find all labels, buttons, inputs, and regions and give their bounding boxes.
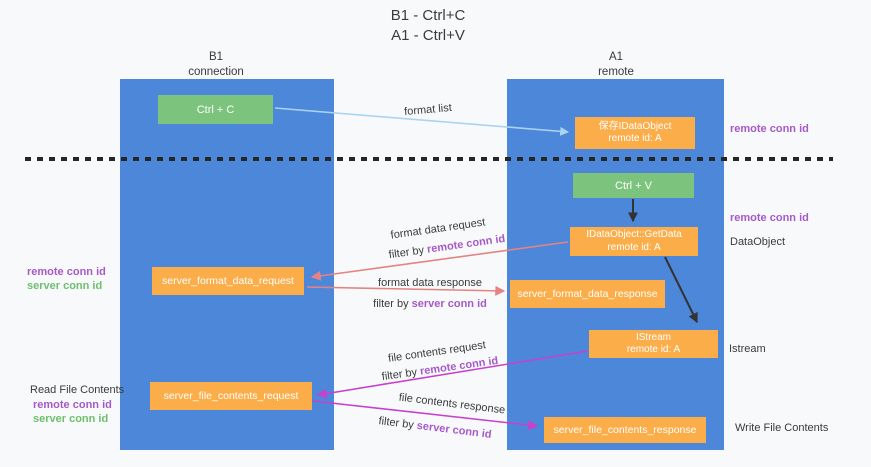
filter-key-remote-conn-id: remote conn id bbox=[426, 232, 506, 256]
file-contents-response-filter: filter by server conn id bbox=[378, 415, 492, 441]
ctrl-c-label: Ctrl + C bbox=[196, 103, 235, 116]
left-column-name: B1 bbox=[208, 51, 224, 63]
save-dataobject-line1: 保存IDataObject bbox=[598, 120, 672, 132]
right-column-role: remote bbox=[598, 65, 634, 78]
save-dataobject-line2: remote id: A bbox=[608, 133, 662, 144]
node-server-file-contents-request: server_file_contents_request bbox=[150, 382, 312, 410]
node-ctrl-v: Ctrl + V bbox=[573, 173, 694, 198]
node-idataobject-getdata: IDataObject::GetData remote id: A bbox=[570, 227, 698, 256]
filter-key-server-conn-id: server conn id bbox=[416, 419, 493, 441]
node-server-file-contents-response: server_file_contents_response bbox=[544, 417, 706, 443]
istream-line1: IStream bbox=[635, 331, 671, 343]
node-server-format-data-request: server_format_data_request bbox=[152, 267, 304, 295]
filter-by-text: filter by bbox=[381, 366, 418, 384]
format-data-response-label: format data response bbox=[378, 277, 482, 289]
server-conn-id-annotation-left-bottom: server conn id bbox=[33, 413, 109, 425]
server-format-data-request-label: server_format_data_request bbox=[162, 275, 294, 287]
remote-conn-id-annotation-top-right: remote conn id bbox=[730, 123, 809, 135]
node-save-dataobject: 保存IDataObject remote id: A bbox=[575, 117, 695, 149]
filter-by-text: filter by bbox=[388, 244, 425, 262]
server-file-contents-response-label: server_file_contents_response bbox=[553, 424, 697, 436]
istream-annotation: Istream bbox=[729, 343, 766, 355]
format-data-response-filter: filter by server conn id bbox=[373, 298, 487, 310]
format-list-label: format list bbox=[403, 101, 453, 119]
right-column-header: A1 remote bbox=[598, 50, 634, 80]
read-file-contents-annotation: Read File Contents bbox=[30, 384, 125, 396]
server-format-data-response-label: server_format_data_response bbox=[517, 288, 658, 300]
remote-conn-id-annotation-left-top: remote conn id bbox=[27, 266, 106, 278]
title-line-2: A1 - Ctrl+V bbox=[391, 27, 465, 45]
istream-line2: remote id: A bbox=[626, 344, 681, 355]
getdata-line1: IDataObject::GetData bbox=[586, 229, 682, 240]
node-ctrl-c: Ctrl + C bbox=[158, 95, 273, 124]
left-column-header: B1 connection bbox=[188, 50, 244, 80]
phase-separator-dashed-line bbox=[25, 157, 833, 161]
left-column-role: connection bbox=[188, 65, 244, 78]
write-file-contents-annotation: Write File Contents bbox=[735, 422, 829, 434]
remote-conn-id-annotation-left-bottom: remote conn id bbox=[33, 399, 112, 411]
ctrl-v-label: Ctrl + V bbox=[615, 179, 652, 192]
filter-key-server-conn-id: server conn id bbox=[411, 298, 487, 310]
node-server-format-data-response: server_format_data_response bbox=[510, 280, 665, 308]
title-line-1: B1 - Ctrl+C bbox=[390, 7, 466, 24]
diagram-title: B1 - Ctrl+C A1 - Ctrl+V bbox=[391, 6, 466, 47]
server-file-contents-request-label: server_file_contents_request bbox=[163, 390, 299, 402]
node-istream: IStream remote id: A bbox=[589, 330, 718, 358]
remote-conn-id-annotation-mid-right: remote conn id bbox=[730, 212, 809, 224]
right-column-name: A1 bbox=[608, 51, 624, 63]
file-contents-response-label: file contents response bbox=[398, 391, 506, 417]
server-conn-id-annotation-left-top: server conn id bbox=[27, 280, 103, 292]
filter-by-text: filter by bbox=[373, 298, 409, 310]
getdata-line2: remote id: A bbox=[607, 241, 661, 253]
filter-by-text: filter by bbox=[377, 415, 415, 432]
dataobject-annotation: DataObject bbox=[730, 236, 786, 248]
